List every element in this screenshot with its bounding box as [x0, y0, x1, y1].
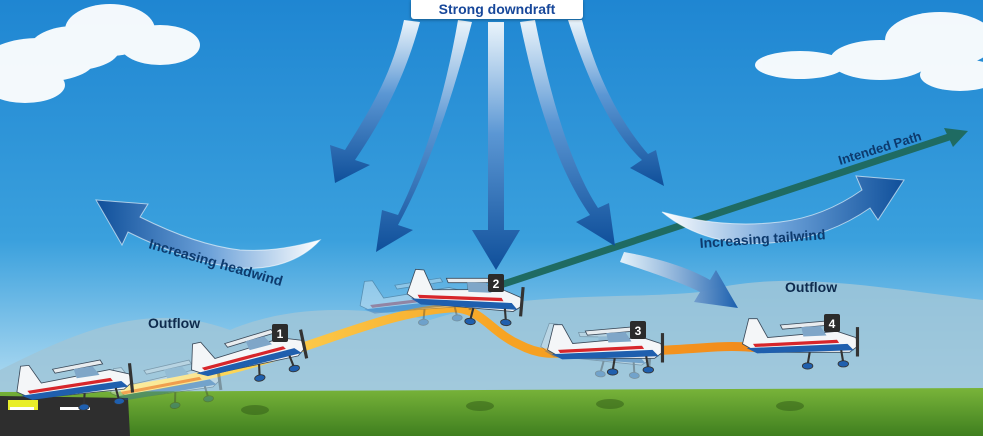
position-badge-2: 2 — [488, 274, 504, 292]
outflow-right-label: Outflow — [785, 279, 837, 295]
headwind-arrow — [95, 199, 322, 269]
downdraft-arrow-3 — [472, 22, 520, 270]
intended-path-arrow — [453, 128, 968, 304]
outflow-left-label: Outflow — [148, 315, 200, 331]
downdraft-arrows — [330, 20, 664, 270]
aircraft-shadows — [241, 399, 804, 415]
downdraft-arrow-2 — [376, 20, 472, 252]
tailwind-arrow — [661, 175, 905, 244]
cloud-top-left — [0, 4, 200, 103]
ground — [0, 388, 983, 436]
diagram-title: Strong downdraft — [411, 0, 583, 19]
position-number-1: 1 — [277, 327, 284, 341]
runway — [0, 396, 130, 436]
position-number-3: 3 — [635, 324, 642, 338]
downdraft-arrow-4 — [520, 20, 615, 246]
position-number-4: 4 — [829, 317, 836, 331]
position-badge-3: 3 — [630, 321, 646, 339]
cloud-top-right — [755, 12, 983, 91]
downdraft-arrow-5 — [568, 20, 664, 186]
position-badge-1: 1 — [272, 324, 288, 342]
position-badge-4: 4 — [824, 314, 840, 332]
distant-hills — [0, 280, 983, 400]
position-number-2: 2 — [493, 277, 500, 291]
downdraft-arrow-1 — [330, 20, 420, 183]
outflow-arrow — [620, 252, 738, 308]
